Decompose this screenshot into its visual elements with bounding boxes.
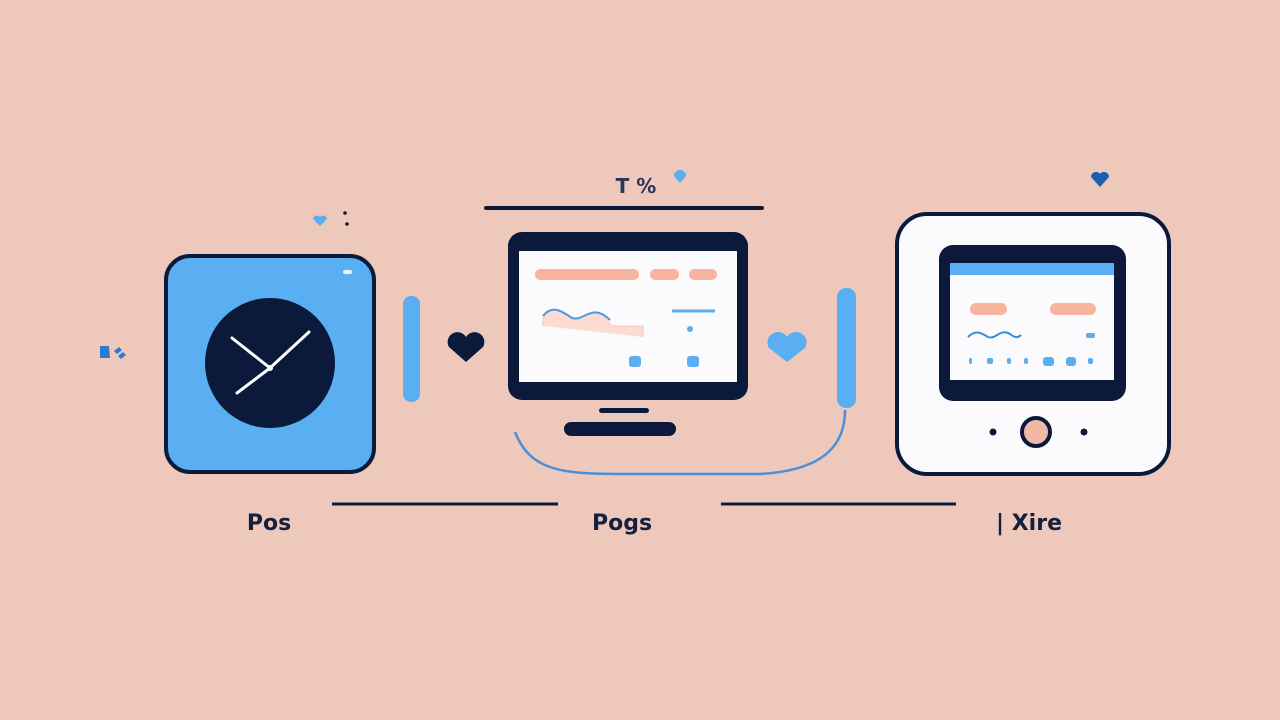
connector-curve [513, 409, 847, 476]
connector-bar [837, 288, 856, 408]
small-badge-icon [100, 346, 110, 358]
dot [345, 222, 349, 226]
tablet-screen [950, 263, 1114, 380]
monitor-chart-line [542, 308, 611, 321]
heart-icon [674, 170, 686, 183]
device-label-tablet: | Xire [996, 511, 1062, 536]
heart-icon [313, 215, 327, 226]
heart-icon [447, 332, 485, 362]
device-label-clock: Pos [246, 511, 292, 536]
small-drop-icon [114, 347, 126, 359]
clock-face-icon [205, 298, 335, 428]
tablet-chart-line [967, 331, 1022, 339]
heart-icon [767, 331, 807, 362]
heart-icon [1091, 171, 1109, 187]
connector-bar [403, 296, 420, 402]
dot [343, 211, 347, 215]
diagram-title: T % [615, 174, 657, 198]
monitor-stand [564, 422, 676, 436]
tablet-home-button [1020, 416, 1052, 448]
device-label-monitor: Pogs [591, 511, 653, 536]
